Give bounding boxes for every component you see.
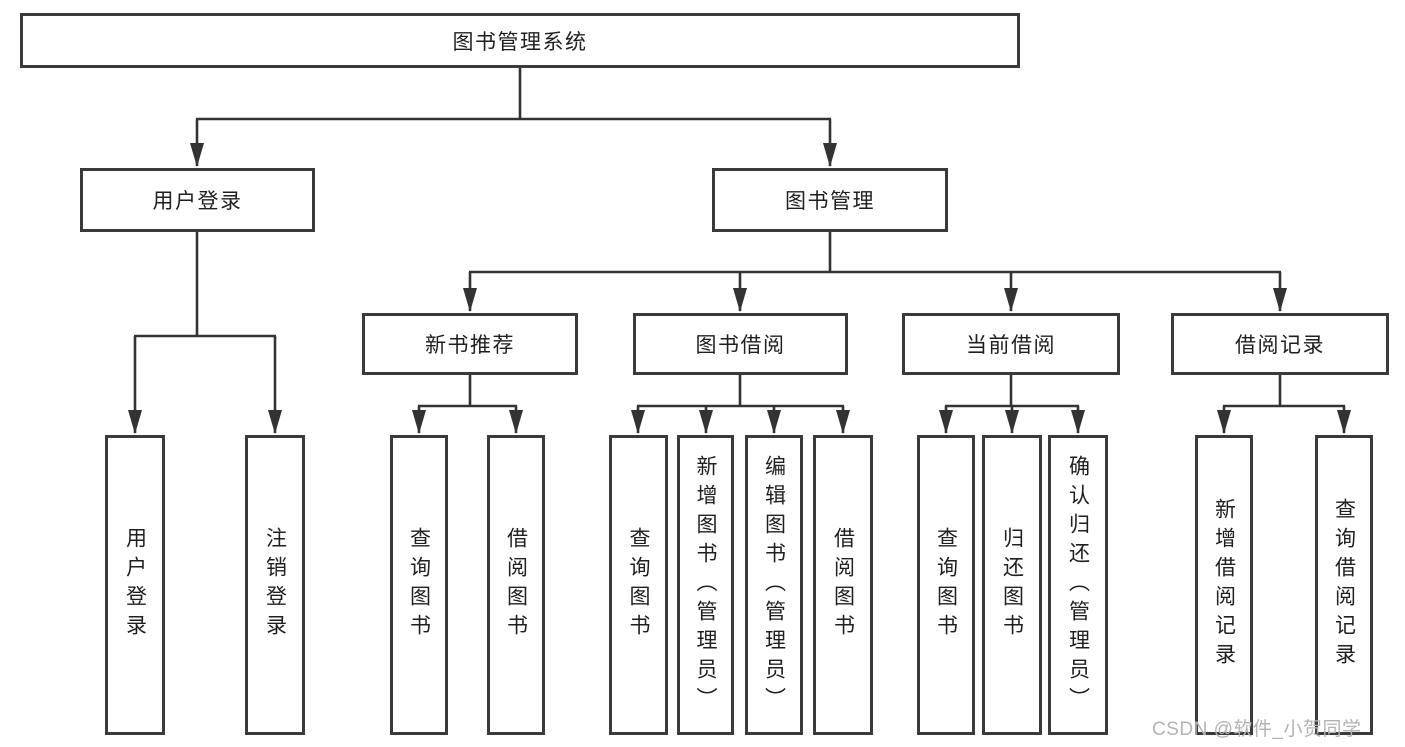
leaf-borrow-query-books-label: 查询图书: [627, 527, 650, 643]
node-book-borrow-label: 图书借阅: [695, 334, 786, 357]
node-book-management: 图书管理: [712, 168, 948, 232]
leaf-recommend-query-books-label: 查询图书: [407, 527, 431, 643]
node-current-borrow-label: 当前借阅: [966, 334, 1056, 357]
leaf-add-borrow-record: 新增借阅记录: [1195, 435, 1253, 735]
leaf-add-borrow-record-label: 新增借阅记录: [1212, 498, 1236, 672]
node-user-login-label: 用户登录: [152, 190, 243, 213]
leaf-user-login: 用户登录: [105, 435, 165, 735]
node-borrow-records: 借阅记录: [1171, 313, 1389, 375]
node-book-borrow: 图书借阅: [633, 313, 848, 375]
leaf-confirm-return-admin-label: 确认归还（管理员）: [1066, 454, 1090, 716]
leaf-user-login-label: 用户登录: [123, 527, 147, 643]
leaf-borrow-query-books: 查询图书: [609, 435, 668, 735]
leaf-recommend-query-books: 查询图书: [390, 435, 448, 735]
node-borrow-records-label: 借阅记录: [1235, 334, 1325, 357]
leaf-return-books-label: 归还图书: [1000, 527, 1024, 643]
node-new-book-recommend-label: 新书推荐: [425, 334, 515, 357]
leaf-return-books: 归还图书: [982, 435, 1042, 735]
node-new-book-recommend: 新书推荐: [362, 313, 578, 375]
leaf-logout: 注销登录: [245, 435, 305, 735]
node-book-management-label: 图书管理: [785, 190, 875, 213]
node-current-borrow: 当前借阅: [902, 313, 1120, 375]
leaf-current-query-books-label: 查询图书: [934, 527, 958, 643]
leaf-confirm-return-admin: 确认归还（管理员）: [1048, 435, 1108, 735]
node-root-label: 图书管理系统: [452, 30, 588, 54]
leaf-query-borrow-record: 查询借阅记录: [1315, 435, 1373, 735]
leaf-recommend-borrow-books: 借阅图书: [487, 435, 545, 735]
leaf-query-borrow-record-label: 查询借阅记录: [1332, 498, 1356, 672]
node-root: 图书管理系统: [20, 13, 1020, 68]
csdn-watermark: CSDN @软件_小贺同学: [1152, 719, 1362, 740]
leaf-borrow-books-label: 借阅图书: [831, 527, 855, 643]
leaf-recommend-borrow-books-label: 借阅图书: [504, 527, 528, 643]
leaf-edit-books-admin-label: 编辑图书（管理员）: [762, 454, 786, 716]
leaf-current-query-books: 查询图书: [917, 435, 975, 735]
leaf-borrow-books: 借阅图书: [813, 435, 873, 735]
leaf-logout-label: 注销登录: [263, 527, 287, 643]
leaf-edit-books-admin: 编辑图书（管理员）: [745, 435, 803, 735]
node-user-login: 用户登录: [80, 168, 315, 232]
leaf-add-books-admin-label: 新增图书（管理员）: [694, 454, 717, 716]
leaf-add-books-admin: 新增图书（管理员）: [677, 435, 734, 735]
